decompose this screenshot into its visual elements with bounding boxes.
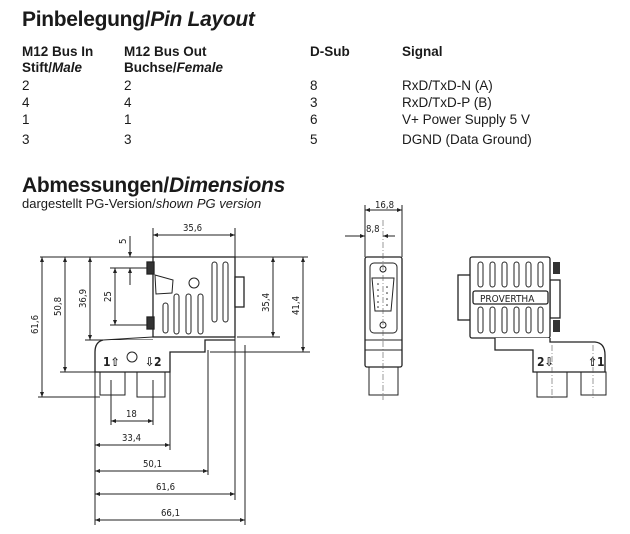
port-2-label: ⇩2 [145,355,162,369]
dim-33-4: 33,4 [122,433,141,444]
cell: 1 [22,112,30,127]
pin-layout-title: Pinbelegung/Pin Layout [22,8,255,32]
cell: 3 [310,95,318,110]
cell: 3 [124,132,132,147]
rear-view: PROVERTHA 2⇩ ⇧1 [457,256,607,400]
title-en: Dimensions [168,174,285,197]
screw-icon [188,277,200,289]
dim-61-6-vertical: 61,6 [30,315,41,334]
dim-18: 18 [126,409,137,420]
cell: 4 [22,95,30,110]
cell: 2 [22,78,30,93]
col-header-signal: Signal [402,44,443,59]
title-de: Abmessungen/ [22,174,169,197]
cell: 2 [124,78,132,93]
front-view: 1⇧ ⇩2 35,6 5 25 36,9 50,8 61,6 35,4 41,4… [30,223,310,525]
title-en: Pin Layout [150,8,255,31]
dimensions-subtitle: dargestellt PG-Version/shown PG version [22,196,262,211]
dim-61-6-horizontal: 61,6 [156,482,175,493]
dim-50-1: 50,1 [143,459,162,470]
dim-66-1: 66,1 [161,508,180,519]
side-view: 16,8 8,8 [345,200,403,400]
port-1-label-rear: ⇧1 [588,355,605,369]
dim-8-8: 8,8 [366,224,380,235]
vent-slots [162,261,229,335]
dim-35-4: 35,4 [261,293,272,312]
dim-5: 5 [118,239,129,244]
cell: 3 [22,132,30,147]
col-header-dsub: D-Sub [310,44,350,59]
title-de: Pinbelegung/ [22,8,151,31]
dimensions-title: Abmessungen/Dimensions [22,174,285,198]
dim-16-8: 16,8 [375,200,394,211]
dim-25: 25 [103,291,114,302]
cell: 4 [124,95,132,110]
cell: 5 [310,132,318,147]
brand-label: PROVERTHA [480,294,535,305]
dsub-connector-icon [371,277,395,312]
cell: 1 [124,112,132,127]
port-1-label: 1⇧ [103,355,120,369]
cell: DGND (Data Ground) [402,132,532,147]
cell: RxD/TxD-P (B) [402,95,492,110]
cell: V+ Power Supply 5 V [402,112,530,127]
cell: 6 [310,112,318,127]
dim-50-8: 50,8 [53,297,64,316]
dim-36-9: 36,9 [78,289,89,308]
screw-icon [126,351,138,363]
dim-41-4: 41,4 [291,296,302,315]
cell: RxD/TxD-N (A) [402,78,493,93]
dim-35-6: 35,6 [183,223,202,234]
cell: 8 [310,78,318,93]
port-2-label-rear: 2⇩ [537,355,554,369]
